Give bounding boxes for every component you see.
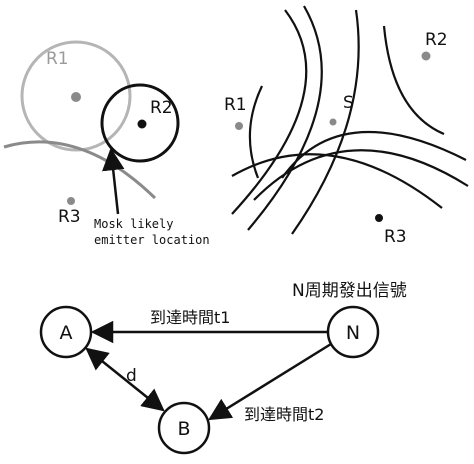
arrival-time-diagram: N周期發出信號 A B N 到達時間t1 到達時間t2 d: [39, 281, 407, 455]
hyperbola-family-r1-r2: [231, 5, 445, 235]
r2-receiver-dot-right: [421, 51, 431, 61]
node-a-label: A: [60, 322, 73, 344]
r3-label: R3: [58, 207, 81, 227]
annotation-line1: Mosk likely: [94, 217, 173, 231]
circle-intersection-panel: R1 R2 R3 Mosk likely emitter location: [3, 40, 210, 247]
r2-range-circle: [100, 83, 180, 163]
r2-label-right: R2: [425, 30, 448, 50]
r1-range-circle: [20, 40, 132, 152]
r1-receiver-dot-right: [235, 122, 243, 130]
distance-arrow-a-b: [85, 347, 165, 412]
hyperbola-curve: [248, 85, 263, 179]
r1-receiver-dot: [71, 92, 81, 102]
r1-label-right: R1: [224, 95, 247, 115]
source-dot: [329, 118, 337, 126]
r2-label: R2: [150, 98, 173, 118]
hyperbola-curve: [281, 130, 467, 179]
hyperbola-curve: [247, 5, 323, 231]
arrow-n-to-b: [208, 342, 332, 421]
source-label: S: [343, 93, 354, 113]
caption: N周期發出信號: [292, 281, 407, 301]
r1-label: R1: [46, 49, 69, 69]
hyperbola-curve: [382, 25, 445, 136]
node-n-label: N: [346, 322, 360, 344]
hyperbola-curve: [253, 149, 469, 201]
annotation-line2: emitter location: [94, 233, 210, 247]
hyperbola-curve: [291, 9, 360, 235]
emitter-pointer-arrow: [102, 147, 125, 215]
arrow-t1-label: 到達時間t1: [150, 308, 230, 327]
hyperbola-curve: [231, 153, 443, 209]
hyperbola-curve: [231, 9, 308, 215]
node-b: [157, 401, 211, 455]
r3-label-right: R3: [384, 227, 407, 247]
hyperbola-family-r3: [231, 130, 469, 209]
r3-range-arc: [3, 140, 157, 200]
distance-label: d: [126, 366, 137, 386]
r3-receiver-dot-right: [375, 214, 383, 222]
arrow-t2-label: 到達時間t2: [244, 405, 324, 424]
node-b-label: B: [177, 418, 190, 440]
r3-receiver-dot: [67, 197, 75, 205]
r2-receiver-dot: [137, 119, 147, 129]
hyperbola-panel: R1 R2 R3 S: [224, 5, 469, 247]
